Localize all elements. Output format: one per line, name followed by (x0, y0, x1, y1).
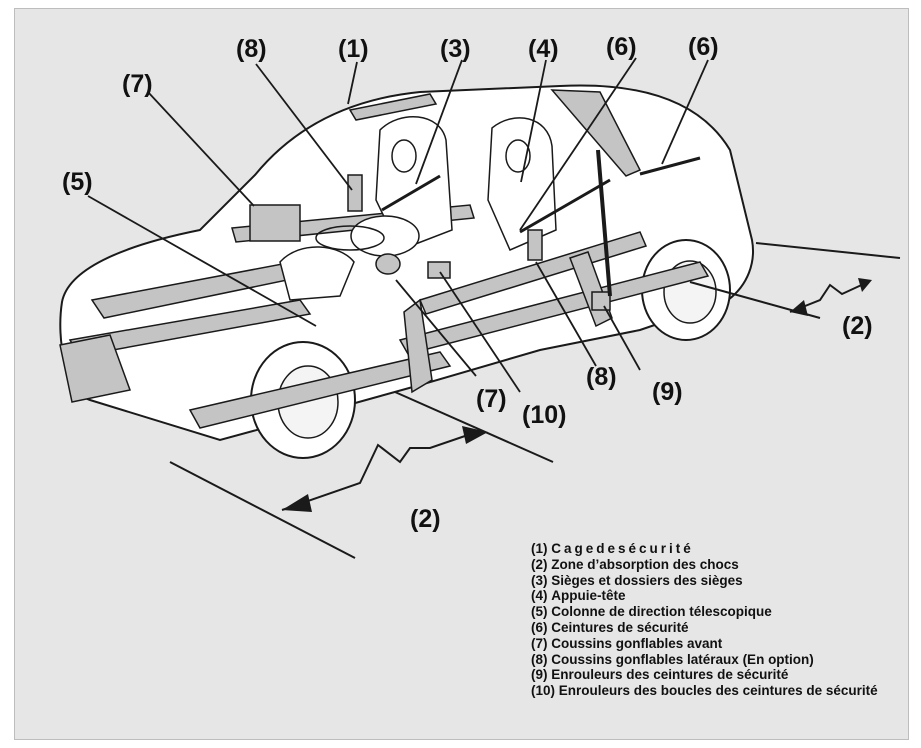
callout-6-left: (6) (606, 33, 637, 61)
legend-text: Enrouleurs des boucles des ceintures de … (558, 683, 878, 699)
car-body (59, 84, 754, 442)
legend-text: Ceintures de sécurité (551, 619, 689, 635)
callout-3: (3) (440, 35, 471, 63)
legend-number: (9) (531, 667, 548, 683)
arrowheads (282, 278, 872, 512)
callout-7-top: (7) (122, 70, 153, 98)
legend-text: Cagedesécurité (551, 541, 694, 556)
legend-item: (4) Appuie-tête (531, 588, 901, 604)
legend-number: (2) (531, 556, 548, 572)
legend-number: (7) (531, 635, 548, 651)
legend-item: (10) Enrouleurs des boucles des ceinture… (531, 683, 901, 699)
legend-item: (5) Colonne de direction télescopique (531, 604, 901, 620)
legend-item: (2) Zone d’absorption des chocs (531, 557, 901, 573)
callout-7-bottom: (7) (476, 385, 507, 413)
legend-text: Coussins gonflables avant (551, 635, 723, 651)
callout-10: (10) (522, 401, 566, 429)
callout-2-bottom: (2) (410, 505, 441, 533)
interior-components (249, 149, 701, 311)
legend-number: (5) (531, 604, 548, 620)
seats (279, 116, 557, 301)
legend-number: (6) (531, 619, 548, 635)
callout-8-bottom: (8) (586, 363, 617, 391)
legend-item: (9) Enrouleurs des ceintures de sécurité (531, 667, 901, 683)
legend-text: Colonne de direction télescopique (551, 604, 772, 620)
callout-6-right: (6) (688, 33, 719, 61)
callout-5: (5) (62, 168, 93, 196)
legend-number: (4) (531, 588, 548, 604)
legend-text: Appuie-tête (551, 588, 626, 604)
crumple-zone-markers (169, 242, 901, 559)
callout-8-top: (8) (236, 35, 267, 63)
leader-lines (87, 57, 709, 393)
legend-number: (8) (531, 651, 548, 667)
legend-number: (1) (531, 541, 548, 556)
legend-item: (3) Sièges et dossiers des sièges (531, 573, 901, 589)
legend-item: (1) Cagedesécurité (531, 541, 901, 557)
legend-text: Coussins gonflables latéraux (En option) (551, 651, 814, 667)
legend-text: Zone d’absorption des chocs (551, 556, 739, 572)
callout-4: (4) (528, 35, 559, 63)
legend-text: Enrouleurs des ceintures de sécurité (551, 667, 789, 683)
safety-cage (59, 89, 710, 429)
callout-1: (1) (338, 35, 369, 63)
legend-text: Sièges et dossiers des sièges (551, 572, 743, 588)
legend: (1) Cagedesécurité (2) Zone d’absorption… (531, 541, 901, 699)
callout-9: (9) (652, 378, 683, 406)
legend-number: (3) (531, 572, 548, 588)
callout-2-right: (2) (842, 312, 873, 340)
legend-item: (6) Ceintures de sécurité (531, 620, 901, 636)
legend-item: (8) Coussins gonflables latéraux (En opt… (531, 652, 901, 668)
legend-item: (7) Coussins gonflables avant (531, 636, 901, 652)
legend-number: (10) (531, 683, 556, 699)
